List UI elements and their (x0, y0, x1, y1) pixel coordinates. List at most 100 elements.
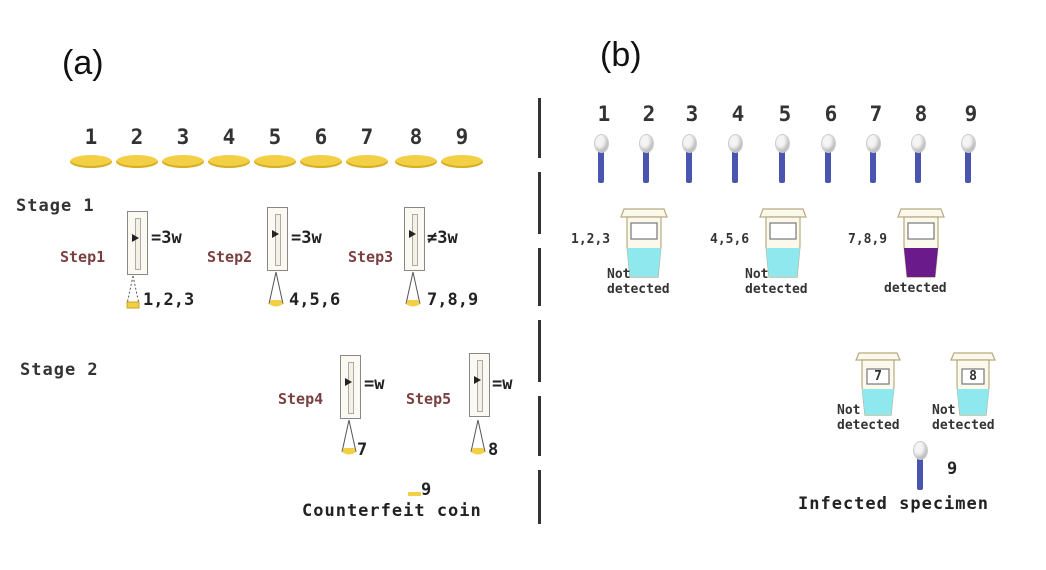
coin-icon (395, 155, 437, 168)
swab-head-icon (728, 134, 743, 153)
stage2-label: Stage 2 (20, 360, 99, 380)
swab-stick (643, 145, 649, 183)
test2-result-line1: Not (745, 267, 769, 282)
step5-coins: 8 (488, 440, 499, 460)
scale-needle-icon (132, 234, 139, 242)
test-tube-icon (620, 208, 668, 278)
step3-label: Step3 (348, 248, 394, 266)
scale-needle-icon (272, 230, 279, 238)
scale-needle-icon (409, 230, 416, 238)
coin-number: 7 (360, 125, 374, 149)
specimen-number: 2 (642, 102, 656, 126)
scale-slot (348, 362, 354, 414)
step2-label: Step2 (207, 248, 253, 266)
weighing-pan-icon (126, 276, 140, 309)
swab-head-icon (911, 134, 926, 153)
weighing-pan-icon (470, 420, 486, 455)
step4-reading: =w (364, 374, 385, 394)
counterfeit-caption: Counterfeit coin (302, 501, 482, 521)
divider-segment (538, 320, 541, 382)
coin-icon (208, 155, 250, 168)
specimen-number: 4 (731, 102, 745, 126)
step1-reading: =3w (151, 228, 182, 248)
test2-result-line2: detected (745, 282, 808, 297)
coin-number: 5 (268, 125, 282, 149)
scale-slot (477, 360, 483, 412)
weighing-pan-icon (268, 272, 284, 307)
step5-reading: =w (492, 374, 513, 394)
coin-icon (162, 155, 204, 168)
test5-result-line2: detected (932, 418, 995, 433)
specimen-number: 9 (964, 102, 978, 126)
step3-reading: ≠3w (427, 228, 458, 248)
panel-label-a: (a) (62, 44, 104, 82)
stage1-label: Stage 1 (16, 196, 95, 216)
infected-caption: Infected specimen (798, 494, 989, 514)
test5-result-line1: Not (932, 403, 956, 418)
swab-head-icon (913, 441, 928, 460)
coin-number: 4 (222, 125, 236, 149)
swab-stick (686, 145, 692, 183)
coin-icon (70, 155, 112, 168)
divider-segment (538, 470, 541, 524)
scale-needle-icon (345, 378, 352, 386)
coin-number: 8 (409, 125, 423, 149)
swab-head-icon (866, 134, 881, 153)
coin-icon (346, 155, 388, 168)
specimen-number: 8 (914, 102, 928, 126)
swab-head-icon (775, 134, 790, 153)
swab-stick (870, 145, 876, 183)
scale-needle-icon (474, 376, 481, 384)
weighing-pan-icon (405, 272, 421, 307)
coin-number: 9 (455, 125, 469, 149)
test5-label: 8 (969, 369, 977, 384)
panel-label-b: (b) (600, 36, 642, 74)
coin-number: 6 (314, 125, 328, 149)
divider-segment (538, 248, 541, 306)
swab-stick (915, 145, 921, 183)
spring-scale (267, 207, 288, 271)
test4-result-line2: detected (837, 418, 900, 433)
spring-scale (469, 353, 490, 417)
swab-head-icon (961, 134, 976, 153)
test1-result-line1: Not (607, 267, 631, 282)
swab-head-icon (682, 134, 697, 153)
spring-scale (127, 211, 148, 275)
swab-head-icon (639, 134, 654, 153)
swab-head-icon (594, 134, 609, 153)
test-tube-icon (759, 208, 807, 278)
step2-reading: =3w (291, 228, 322, 248)
coin-icon (441, 155, 483, 168)
scale-slot (412, 214, 418, 266)
test2-label: 4,5,6 (710, 232, 750, 247)
test4-label: 7 (874, 369, 882, 384)
swab-stick (965, 145, 971, 183)
swab-head-icon (821, 134, 836, 153)
coin-icon (300, 155, 342, 168)
test3-label: 7,8,9 (848, 232, 888, 247)
spring-scale (340, 355, 361, 419)
test4-result-line1: Not (837, 403, 861, 418)
weighing-pan-icon (341, 420, 357, 455)
counterfeit-number: 9 (421, 480, 432, 500)
swab-stick (917, 452, 923, 490)
divider-segment (538, 396, 541, 456)
specimen-number: 6 (824, 102, 838, 126)
step2-coins: 4,5,6 (289, 290, 341, 310)
spring-scale (404, 207, 425, 271)
coin-number: 1 (84, 125, 98, 149)
test1-label: 1,2,3 (571, 232, 611, 247)
step1-label: Step1 (60, 248, 106, 266)
scale-slot (135, 218, 141, 270)
coin-number: 2 (130, 125, 144, 149)
swab-stick (825, 145, 831, 183)
test-tube-icon (950, 352, 996, 416)
step3-coins: 7,8,9 (427, 290, 479, 310)
infected-number: 9 (947, 459, 958, 479)
step4-coins: 7 (357, 440, 368, 460)
swab-stick (779, 145, 785, 183)
specimen-number: 3 (685, 102, 699, 126)
coin-icon (254, 155, 296, 168)
step5-label: Step5 (406, 390, 452, 408)
